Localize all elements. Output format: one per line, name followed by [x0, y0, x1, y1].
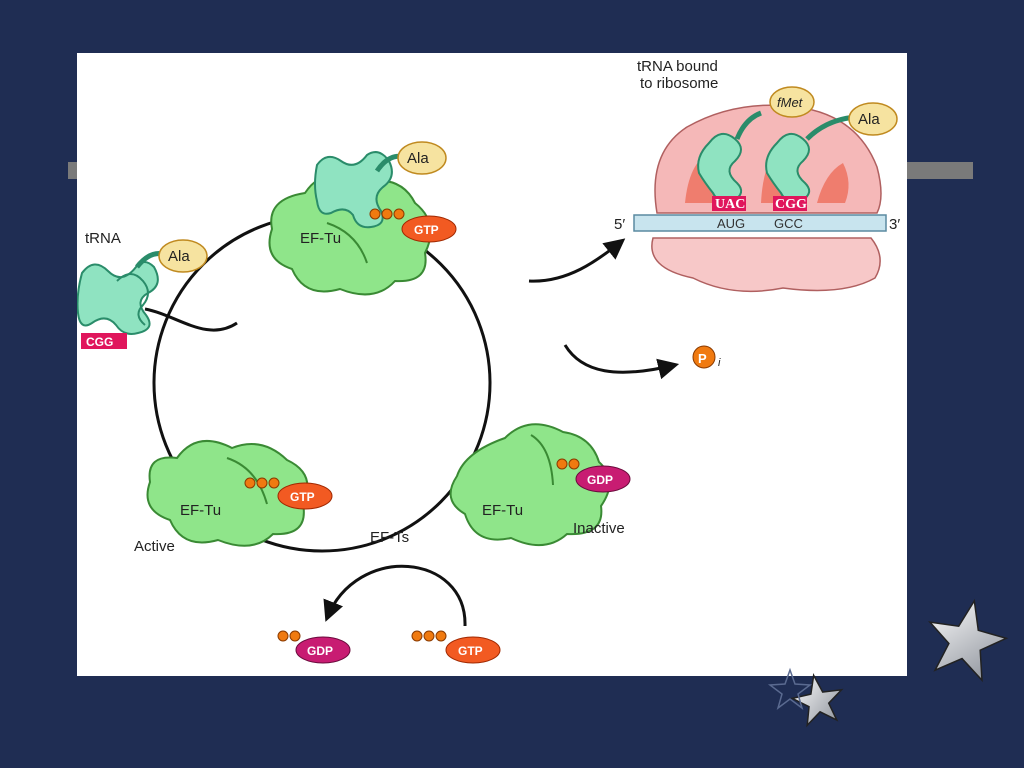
- gdp-label-inactive: GDP: [587, 473, 613, 487]
- slide-rule-right: [900, 162, 973, 179]
- ef-ts-label: EF-Ts: [370, 529, 409, 546]
- trna-bound-label: tRNA bound: [637, 58, 718, 75]
- ribosome-small-subunit: [651, 237, 881, 293]
- five-prime-label: 5′: [614, 216, 625, 233]
- codon-gcc: GCC: [774, 216, 803, 231]
- ef-tu-label-active: EF-Tu: [180, 502, 221, 519]
- arrow-pi-release: [563, 344, 680, 380]
- star-icon-large: [928, 598, 1009, 683]
- arrow-trna-in: [144, 307, 238, 332]
- anticodon-uac-label: UAC: [715, 197, 745, 212]
- fmet-label: fMet: [777, 95, 804, 110]
- ef-tu-cycle-diagram: tRNA Ala CGG Ala EF-Tu GTP EF-Tu GTP Act…: [76, 58, 900, 664]
- gtp-label-incoming: GTP: [458, 644, 483, 658]
- ribosome: tRNA bound to ribosome 5′ 3′ AUG GCC UAC…: [614, 58, 900, 293]
- anticodon-uac: [712, 196, 746, 211]
- aminoacid-ala-ribosome: [848, 102, 898, 136]
- ef-tu-gtp-trna-complex: Ala EF-Tu GTP: [268, 141, 457, 296]
- aminoacid-ala-top: [397, 141, 447, 175]
- inactive-label: Inactive: [573, 520, 625, 537]
- gdp-inactive: [575, 465, 631, 493]
- gtp-active: [277, 482, 333, 510]
- pi-subscript: i: [718, 357, 721, 369]
- star-icon-small: [790, 673, 844, 728]
- gdp-label-released: GDP: [307, 644, 333, 658]
- aminoacid-ala-free: [158, 239, 208, 273]
- three-prime-label: 3′: [889, 216, 900, 233]
- active-label: Active: [134, 538, 175, 555]
- anticodon-free: [81, 333, 127, 349]
- gtp-top: [401, 215, 457, 243]
- gtp-label-top: GTP: [414, 223, 439, 237]
- pi-label: P: [698, 351, 707, 366]
- to-ribosome-label: to ribosome: [640, 75, 718, 92]
- codon-aug: AUG: [717, 216, 745, 231]
- ef-tu-gtp-active: EF-Tu GTP Active: [134, 440, 333, 555]
- phosphate-pi: P i: [692, 345, 721, 369]
- gtp-incoming: GTP: [411, 630, 501, 664]
- ala-label-top: Ala: [407, 150, 429, 167]
- anticodon-free-label: CGG: [86, 335, 113, 349]
- arrow-to-ribosome: [528, 238, 626, 283]
- trna-label: tRNA: [85, 230, 121, 247]
- ala-label-ribosome: Ala: [858, 111, 880, 128]
- ef-tu-label-inactive: EF-Tu: [482, 502, 523, 519]
- mrna-strand: [633, 214, 887, 232]
- anticodon-cgg-label: CGG: [775, 197, 807, 212]
- ala-label-free: Ala: [168, 248, 190, 265]
- gtp-label-active: GTP: [290, 490, 315, 504]
- arrow-exchange: [323, 564, 467, 627]
- diagram-panel: tRNA Ala CGG Ala EF-Tu GTP EF-Tu GTP Act…: [76, 53, 907, 676]
- trna-free: tRNA Ala CGG: [76, 230, 208, 349]
- ef-tu-gdp-inactive: EF-Tu GDP Inactive: [449, 423, 631, 546]
- anticodon-cgg: [773, 196, 807, 211]
- gdp-released: GDP: [277, 630, 351, 664]
- ef-tu-label-top: EF-Tu: [300, 230, 341, 247]
- aminoacid-fmet: [769, 86, 815, 118]
